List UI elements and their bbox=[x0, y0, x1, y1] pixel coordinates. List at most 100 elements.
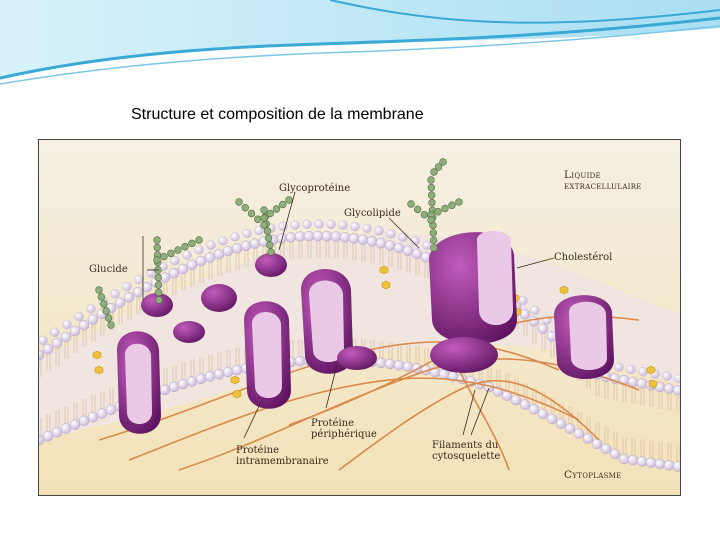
lipid-head bbox=[519, 399, 531, 410]
lipid-head bbox=[159, 384, 171, 396]
lipid-head bbox=[51, 427, 63, 438]
lipid-head bbox=[294, 231, 306, 242]
lipid-head bbox=[662, 371, 672, 381]
lipid-head bbox=[87, 314, 99, 325]
lipid-head bbox=[375, 357, 387, 369]
lipid-head bbox=[186, 259, 198, 271]
lipid-head bbox=[672, 385, 680, 396]
lipid-head bbox=[105, 404, 117, 416]
membrane-proteins bbox=[117, 231, 614, 434]
lipid-head bbox=[582, 433, 594, 444]
lipid-head bbox=[50, 327, 60, 338]
lipid-head bbox=[393, 242, 405, 254]
glucide-unit bbox=[429, 229, 438, 237]
lipid-head bbox=[510, 394, 522, 406]
lipid-head bbox=[110, 289, 120, 299]
lipid-head bbox=[195, 373, 207, 385]
lipid-head bbox=[39, 349, 45, 361]
protein-large-right bbox=[429, 231, 517, 373]
glucide-unit bbox=[264, 234, 273, 242]
lipid-head bbox=[609, 448, 621, 460]
glucide-unit bbox=[104, 314, 113, 322]
glucide-unit bbox=[448, 201, 456, 209]
lipid-head bbox=[182, 250, 192, 260]
cholesterol-ring bbox=[646, 365, 656, 375]
label-filaments-line1: Filaments du bbox=[432, 440, 499, 451]
lipid-head bbox=[177, 378, 189, 390]
lipid-head bbox=[626, 364, 636, 375]
lipid-head bbox=[240, 240, 252, 252]
cholesterol-ring bbox=[230, 375, 240, 385]
lipid-head bbox=[170, 255, 180, 266]
glucide-unit bbox=[266, 241, 274, 249]
glucide-unit bbox=[247, 209, 256, 218]
glucide-unit bbox=[279, 200, 287, 209]
glucide-unit bbox=[427, 176, 435, 184]
label-proteine-peripherique-line1: Protéine bbox=[311, 418, 355, 429]
lipid-head bbox=[321, 230, 333, 242]
lipid-head bbox=[546, 413, 558, 425]
lipid-head bbox=[87, 411, 99, 423]
lipid-head bbox=[402, 361, 414, 372]
cholesterol-ring bbox=[379, 265, 389, 275]
lipid-head bbox=[213, 248, 225, 260]
lipid-head bbox=[654, 458, 666, 470]
lipid-head bbox=[645, 457, 657, 468]
lipid-head bbox=[638, 367, 648, 377]
lipid-head bbox=[60, 423, 72, 434]
lipid-head bbox=[339, 232, 351, 243]
lipid-head bbox=[194, 245, 204, 255]
lipid-head bbox=[591, 438, 603, 449]
label-filaments-line2: cytosquelette bbox=[432, 451, 501, 462]
lipid-head bbox=[204, 371, 216, 382]
glucide-unit bbox=[260, 214, 268, 222]
glucide-unit bbox=[407, 200, 415, 208]
lipid-head bbox=[168, 381, 180, 393]
lipid-head bbox=[168, 267, 180, 279]
lipid-head bbox=[285, 232, 297, 243]
glucide-unit bbox=[413, 205, 422, 214]
glucide-unit bbox=[267, 248, 275, 256]
header-banner bbox=[0, 0, 720, 85]
lipid-head bbox=[410, 236, 420, 246]
glucide-unit bbox=[100, 300, 108, 308]
glucide-unit bbox=[430, 168, 438, 176]
lipid-head bbox=[402, 245, 414, 256]
glucide-unit bbox=[427, 191, 436, 199]
lipid-head bbox=[663, 383, 675, 394]
lipid-head bbox=[230, 232, 240, 242]
protein-left bbox=[117, 331, 161, 434]
lipid-head bbox=[537, 323, 549, 335]
lipid-head bbox=[366, 236, 378, 247]
label-cholesterol: Cholestérol bbox=[554, 252, 613, 263]
glucide-unit bbox=[260, 221, 268, 229]
glucide-unit bbox=[285, 196, 293, 204]
lipid-head bbox=[674, 373, 680, 384]
membrane-core bbox=[39, 233, 680, 440]
lipid-head bbox=[231, 364, 243, 376]
glucide-unit bbox=[272, 205, 281, 213]
lipid-head bbox=[573, 428, 585, 439]
glucide-unit bbox=[263, 227, 272, 235]
glucide-unit bbox=[428, 198, 436, 207]
cholesterol-ring bbox=[381, 280, 391, 290]
glucide-unit bbox=[102, 307, 110, 315]
lipid-head bbox=[398, 232, 408, 242]
lipid-head bbox=[518, 295, 528, 306]
protein-far-right bbox=[554, 295, 614, 380]
glucide-unit bbox=[235, 198, 243, 206]
glucide-unit bbox=[188, 239, 196, 248]
lipid-head bbox=[132, 286, 144, 298]
lipid-head bbox=[663, 459, 675, 471]
lipid-head bbox=[74, 311, 84, 322]
label-proteine-intramembranaire-line2: intramembranaire bbox=[236, 456, 329, 467]
lipid-head bbox=[338, 220, 348, 230]
lipid-head bbox=[39, 434, 45, 446]
lipid-head bbox=[627, 454, 639, 466]
glucide-unit bbox=[174, 246, 182, 254]
lipid-head bbox=[96, 408, 108, 419]
membrane-illustration bbox=[39, 140, 680, 495]
lipid-head bbox=[69, 325, 81, 337]
label-glucide: Glucide bbox=[89, 264, 128, 275]
lipid-head bbox=[78, 415, 90, 427]
